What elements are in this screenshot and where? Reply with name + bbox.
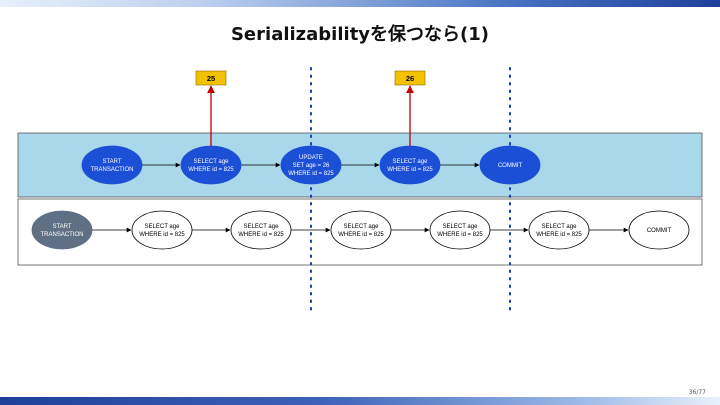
lane1-node-label: UPDATE <box>299 155 323 161</box>
lane2-node-shape <box>429 210 491 250</box>
lane2-node-label: START <box>52 224 71 230</box>
lane2-node: COMMIT <box>628 210 690 250</box>
lane1-node-shape <box>479 145 541 185</box>
lane2-node-shape <box>31 210 93 250</box>
lane2-node-label: COMMIT <box>647 228 672 234</box>
lane2-node-label: WHERE id = 825 <box>536 232 582 238</box>
lane1-node-shape <box>81 145 143 185</box>
lane1-node-label: WHERE id = 825 <box>288 171 334 177</box>
lane2-node-shape <box>528 210 590 250</box>
read-value-box-shape <box>394 70 426 86</box>
lane2-node-label: SELECT age <box>542 224 578 230</box>
lane1-node-shape <box>180 145 242 185</box>
lane2-node-shape <box>330 210 392 250</box>
lane1-node-shape <box>379 145 441 185</box>
lane1-node-label: START <box>102 159 121 165</box>
lane1-node-label: SET age = 26 <box>293 163 330 169</box>
lane2-node-label: SELECT age <box>244 224 280 230</box>
lane1-node: START TRANSACTION <box>81 145 143 185</box>
lane1-node-label: SELECT age <box>393 159 429 165</box>
page-number: 36/77 <box>688 389 706 396</box>
lane1-node-label: WHERE id = 825 <box>387 167 433 173</box>
lane2-node-label: SELECT age <box>443 224 479 230</box>
lane2-node-label: WHERE id = 825 <box>238 232 284 238</box>
lane2-node-label: TRANSACTION <box>40 232 83 238</box>
bottom-accent-bar <box>0 397 720 405</box>
lane2-node-shape <box>628 210 690 250</box>
lane2-node-label: WHERE id = 825 <box>437 232 483 238</box>
read-value-label: 25 <box>207 74 215 83</box>
lane2-node-label: SELECT age <box>344 224 380 230</box>
slide-title: Serializabilityを保つなら(1) <box>230 24 490 45</box>
lane1-node-label: COMMIT <box>498 163 523 169</box>
lane1-node-label: WHERE id = 825 <box>188 167 234 173</box>
lane2-node-label: WHERE id = 825 <box>338 232 384 238</box>
lane1-node: COMMIT <box>479 145 541 185</box>
top-accent-bar <box>0 0 720 7</box>
lane1-node: UPDATE SET age = 26 WHERE id = 825 <box>280 145 342 185</box>
lane2-node-shape <box>131 210 193 250</box>
read-value-label: 26 <box>406 74 414 83</box>
read-value-box: 26 <box>394 70 426 86</box>
lane2-node: START TRANSACTION <box>31 210 93 250</box>
lane1-node-label: TRANSACTION <box>90 167 133 173</box>
lane2-node-label: WHERE id = 825 <box>139 232 185 238</box>
lane1-node-shape <box>280 145 342 185</box>
read-value-box: 25 <box>195 70 227 86</box>
read-value-box-shape <box>195 70 227 86</box>
lane2-node-label: SELECT age <box>145 224 181 230</box>
lane1-node-label: SELECT age <box>194 159 230 165</box>
lane2-node-shape <box>230 210 292 250</box>
